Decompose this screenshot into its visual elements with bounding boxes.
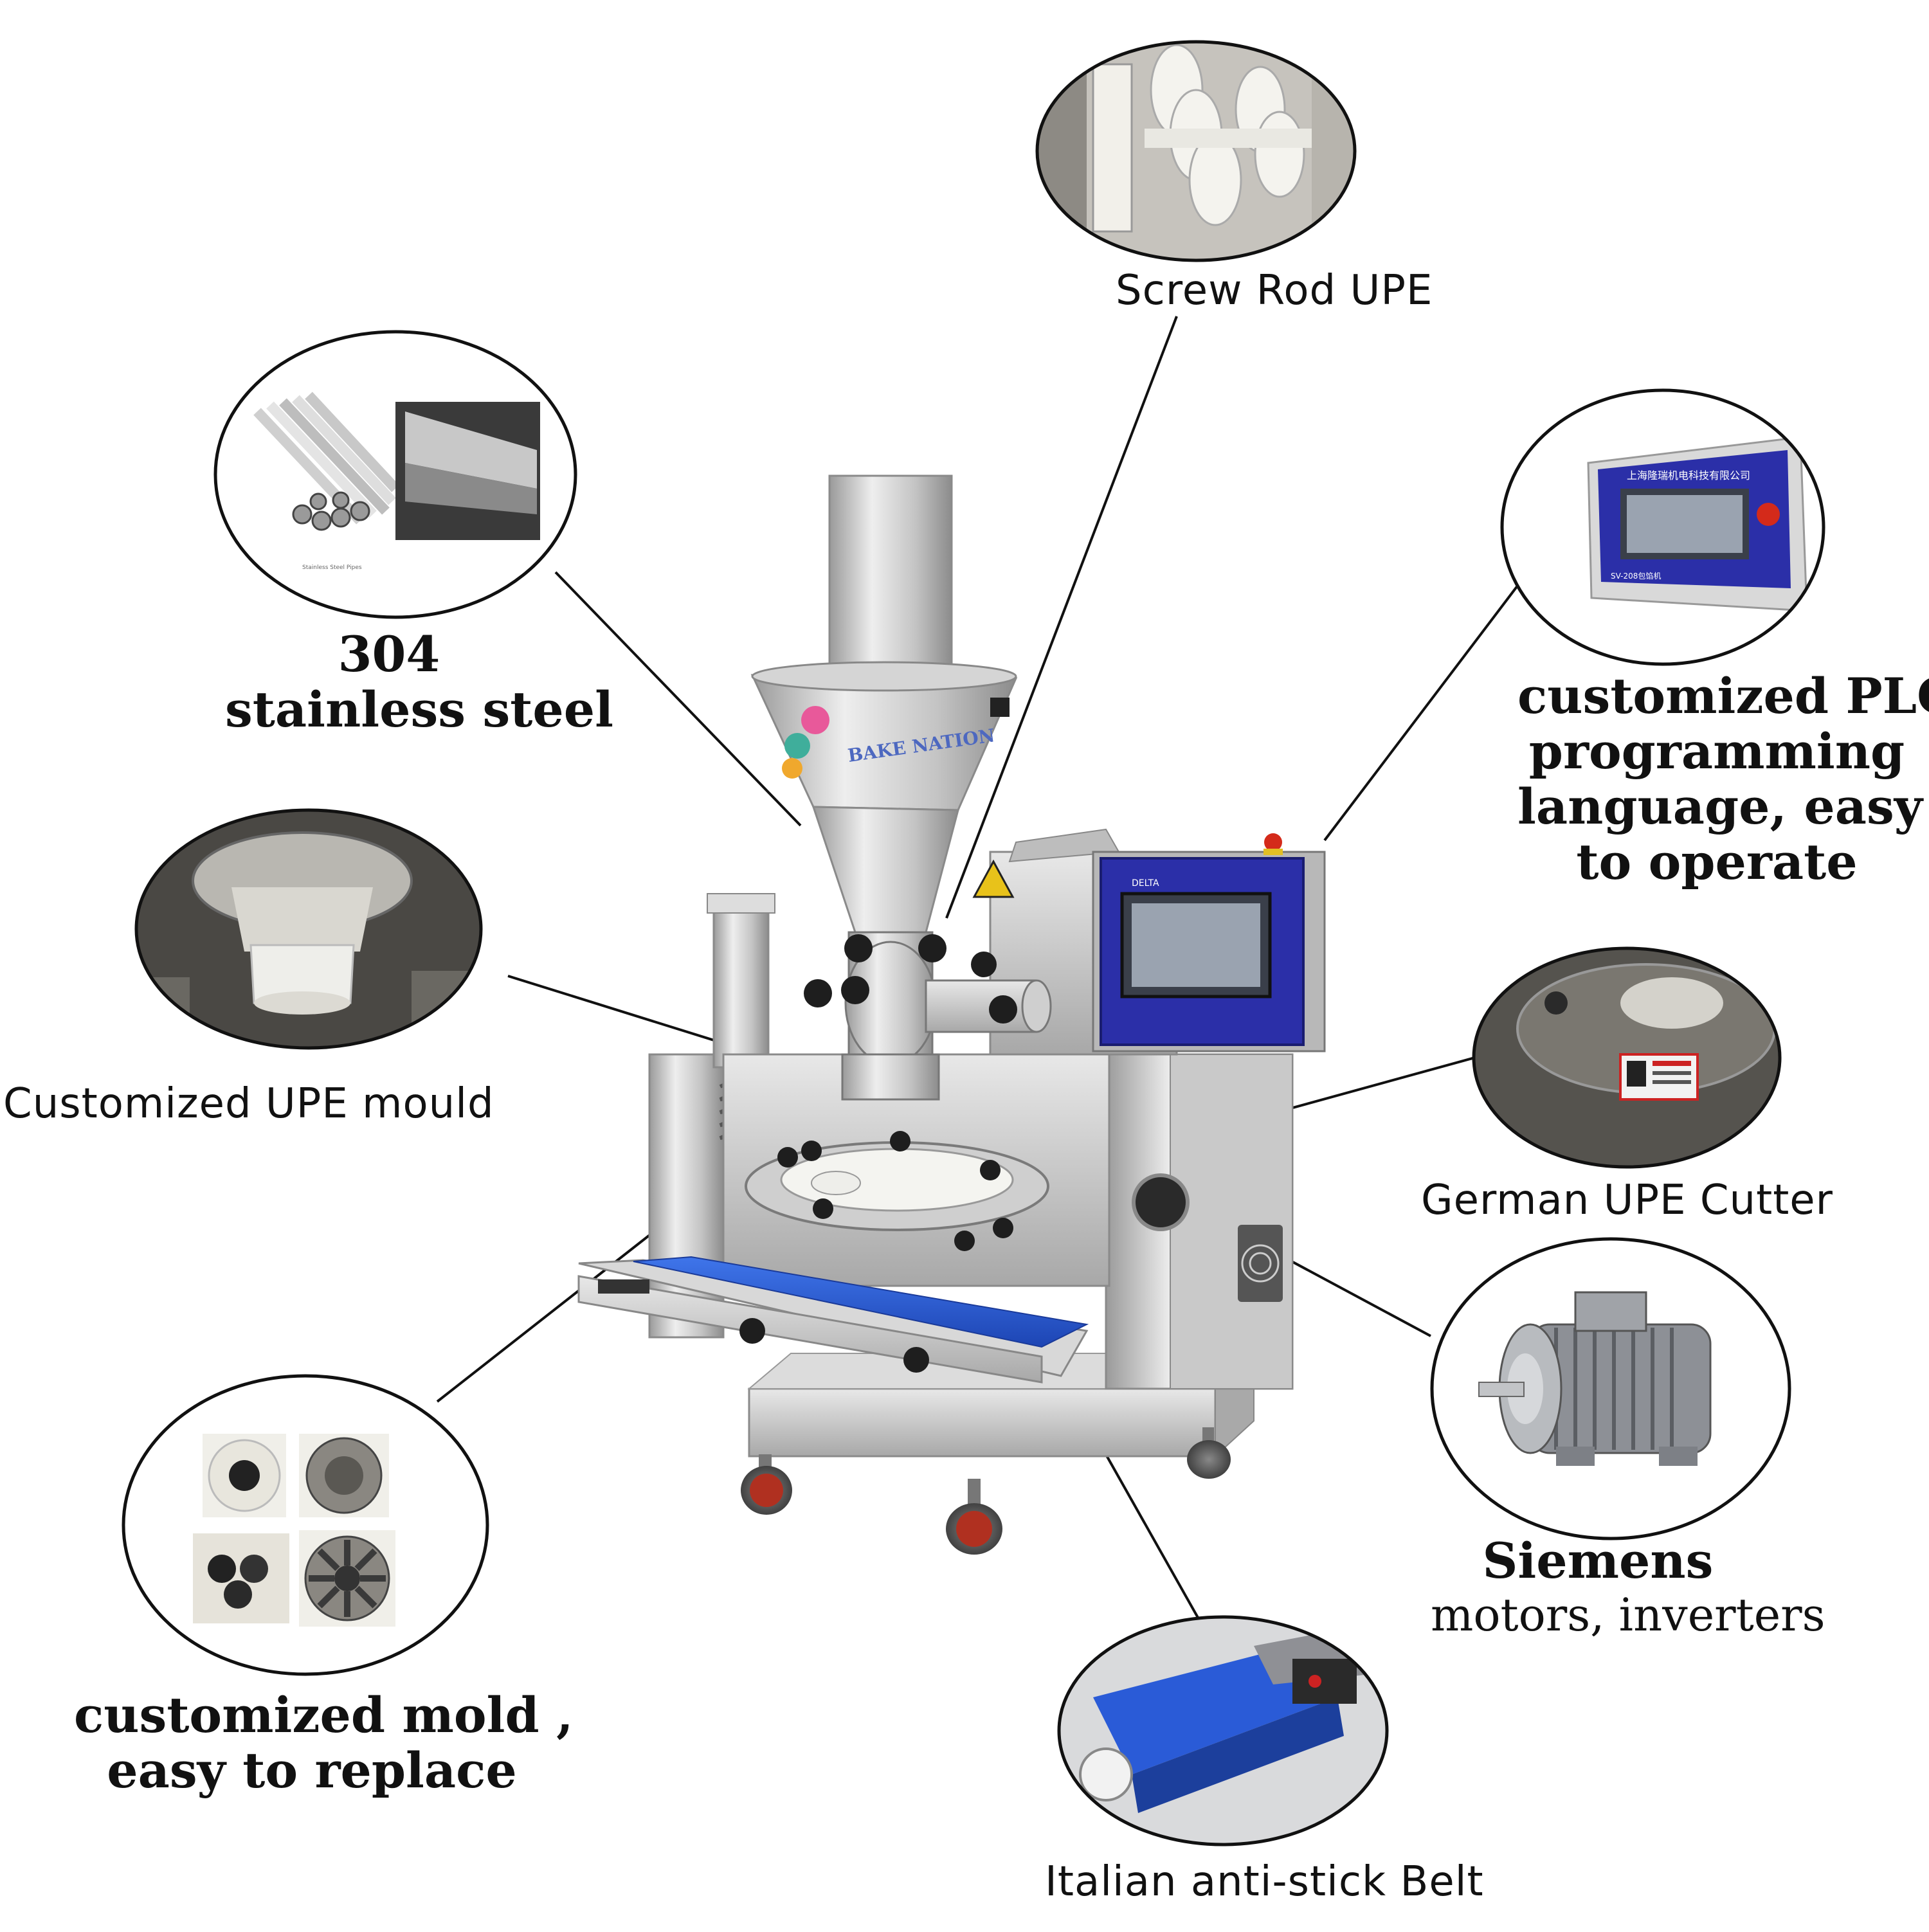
- moulds-photo: [122, 1374, 489, 1676]
- label-siemens-line2: motors, inverters: [1431, 1589, 1825, 1641]
- line-plc: [1323, 571, 1529, 842]
- warning-sticker: [972, 859, 1015, 898]
- siemens-motor-photo: [1430, 1237, 1791, 1540]
- line-steel: [554, 571, 802, 827]
- hopper-column: [828, 474, 953, 683]
- caster-wheel: [741, 1454, 792, 1515]
- upe-cutter-photo: [1472, 946, 1782, 1169]
- control-panel: DELTA: [1092, 833, 1326, 1052]
- label-customized-mold: customized mold , easy to replace: [74, 1686, 574, 1799]
- hmi-model: SV-208包馅机: [1611, 571, 1661, 581]
- caster-wheel: [946, 1479, 1002, 1555]
- disc-knobs: [777, 1131, 1013, 1251]
- label-mold-line1: customized mold ,: [74, 1686, 574, 1744]
- label-stainless-steel-line2: stainless steel: [225, 681, 613, 738]
- filling-machine: DELTA BAKE NATION: [577, 474, 1326, 1555]
- belt-photo: [1057, 1615, 1389, 1846]
- label-plc-line2: programming: [1528, 723, 1905, 780]
- label-screw-rod: Screw Rod UPE: [1116, 267, 1433, 314]
- label-mold-line2: easy to replace: [107, 1742, 517, 1799]
- label-siemens: Siemens motors, inverters: [1431, 1532, 1825, 1642]
- label-plc-line4: to operate: [1576, 833, 1858, 890]
- label-belt: Italian anti-stick Belt: [1045, 1858, 1484, 1906]
- screw-rod-photo: [1035, 40, 1357, 262]
- machine-base: [748, 1387, 1217, 1458]
- svg-text:Stainless Steel Pipes: Stainless Steel Pipes: [302, 564, 362, 571]
- label-upe-mould: Customized UPE mould: [3, 1080, 494, 1128]
- funnel-lower: [811, 806, 959, 934]
- upe-mould-photo: [134, 808, 483, 1050]
- cylinder-column: [712, 899, 770, 1069]
- label-stainless-steel: 304 stainless steel: [225, 626, 613, 738]
- plc-photo: 上海隆瑞机电科技有限公司 SV-208包馅机: [1500, 388, 1825, 666]
- hmi-company: 上海隆瑞机电科技有限公司: [1627, 469, 1750, 482]
- mould-nozzle: [841, 1053, 940, 1101]
- hmi-screen: [1132, 903, 1260, 987]
- label-upe-cutter: German UPE Cutter: [1421, 1177, 1833, 1224]
- label-plc-line3: language, easy: [1517, 778, 1923, 835]
- conveyor-belt: [577, 1256, 1089, 1384]
- label-plc-line1: customized PLC: [1517, 667, 1929, 725]
- emergency-stop-button: [1264, 833, 1282, 851]
- access-port: [1132, 1173, 1190, 1231]
- label-plc: customized PLC programming language, eas…: [1517, 667, 1929, 890]
- manifold-knobs: [804, 934, 1017, 1024]
- manifold-horizontal: [925, 979, 1037, 1033]
- stainless-steel-photo: Stainless Steel Pipes: [213, 330, 577, 619]
- line-screw-rod: [945, 316, 1178, 919]
- hmi-brand: DELTA: [1132, 878, 1159, 889]
- label-stainless-steel-line1: 304: [338, 626, 440, 683]
- label-siemens-line1: Siemens: [1482, 1532, 1714, 1589]
- caster-wheel: [1187, 1427, 1231, 1479]
- fan-grille: [1238, 1225, 1283, 1302]
